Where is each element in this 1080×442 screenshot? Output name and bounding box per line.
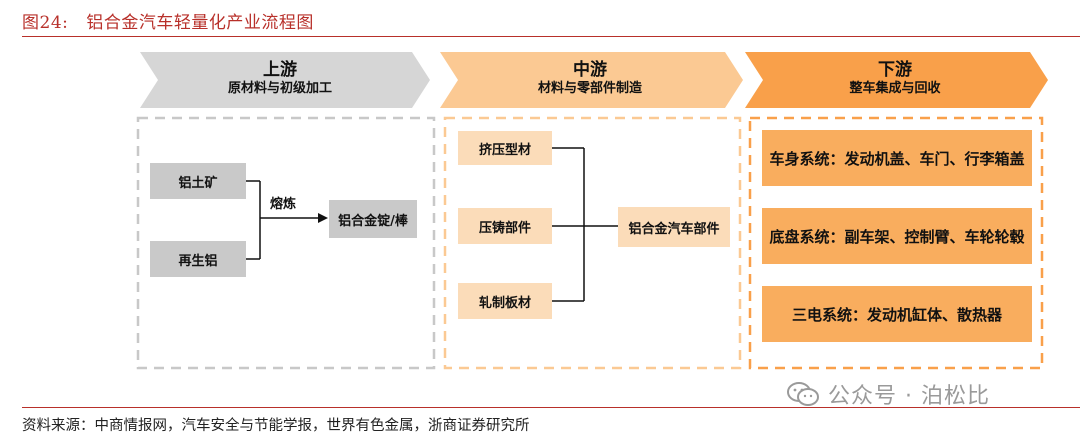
alloy-ingot-node: 铝合金锭/棒: [329, 200, 417, 238]
downstream-title: 下游: [878, 60, 912, 80]
upstream-connectors: [246, 180, 320, 260]
upstream-subtitle: 原材料与初级加工: [227, 81, 332, 97]
figure-number: 图24:: [22, 13, 69, 33]
die-casting-node: 压铸部件: [458, 208, 552, 244]
powertrain-system-box: 三电系统：发动机缸体、散热器: [762, 286, 1032, 342]
figure-title: 图24: 铝合金汽车轻量化产业流程图: [22, 8, 314, 33]
midstream-connectors: [552, 147, 618, 302]
bauxite-node: 铝土矿: [150, 163, 246, 199]
downstream-subtitle: 整车集成与回收: [849, 81, 941, 97]
midstream-title: 中游: [573, 60, 607, 80]
wechat-icon: [787, 382, 819, 406]
midstream-header: 中游 材料与零部件制造: [460, 60, 720, 98]
downstream-chevron: [745, 52, 1048, 108]
rolled-sheet-node: 轧制板材: [458, 283, 552, 319]
auto-parts-node: 铝合金汽车部件: [618, 207, 730, 247]
upstream-title: 上游: [263, 60, 297, 80]
recycled-aluminum-node: 再生铝: [150, 241, 246, 277]
title-rule: [22, 36, 1080, 37]
chassis-system-box: 底盘系统：副车架、控制臂、车轮轮毂: [762, 208, 1032, 264]
figure-title-text: 铝合金汽车轻量化产业流程图: [86, 13, 314, 33]
downstream-header: 下游 整车集成与回收: [765, 60, 1025, 98]
extrusion-node: 挤压型材: [458, 131, 552, 165]
source-note: 资料来源：中商情报网，汽车安全与节能学报，世界有色金属，浙商证券研究所: [22, 418, 530, 434]
source-rule: [22, 407, 1080, 408]
midstream-chevron: [440, 52, 743, 108]
upstream-arrowhead: [318, 213, 328, 223]
body-system-box: 车身系统：发动机盖、车门、行李箱盖: [762, 130, 1032, 186]
smelting-label: 熔炼: [270, 197, 297, 212]
midstream-subtitle: 材料与零部件制造: [537, 81, 642, 97]
upstream-header: 上游 原材料与初级加工: [160, 60, 400, 98]
downstream-container: [748, 116, 1044, 370]
watermark-text: 公众号 · 泊松比: [828, 384, 990, 409]
watermark: 公众号 · 泊松比: [786, 378, 990, 410]
upstream-chevron: [140, 52, 430, 108]
